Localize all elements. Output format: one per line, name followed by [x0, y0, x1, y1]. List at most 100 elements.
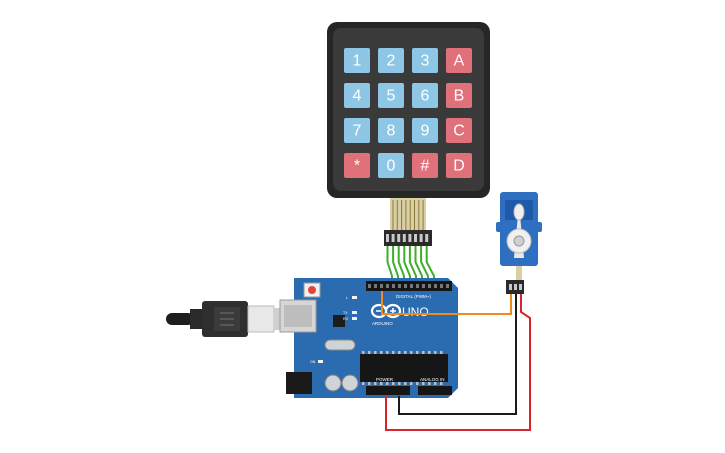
keypad-key-label: 1	[353, 53, 362, 70]
digital-pin	[368, 284, 371, 288]
keypad-key-label: #	[421, 158, 430, 175]
header-pin	[408, 234, 412, 242]
header-pin	[386, 234, 389, 242]
digital-pin	[410, 284, 413, 288]
keypad-key-label: 5	[387, 88, 396, 105]
keypad-key-face	[378, 118, 404, 143]
digital-pin	[434, 284, 437, 288]
chip-pin	[434, 351, 437, 354]
chip-pin	[386, 382, 389, 385]
power-jack	[286, 372, 312, 394]
keypad-key-face	[446, 83, 472, 108]
keypad-key-face	[344, 83, 370, 108]
keypad-key-label: A	[454, 53, 465, 70]
rx-led-label: RX	[343, 317, 349, 321]
chip-pin	[374, 351, 377, 354]
chip-pin	[410, 382, 413, 385]
keypad-key[interactable]: B	[446, 83, 472, 108]
keypad-key[interactable]: 5	[378, 83, 404, 108]
keypad-key[interactable]: 8	[378, 118, 404, 143]
usb-cable-icon[interactable]	[166, 301, 284, 337]
chip-pin	[422, 382, 425, 385]
keypad-key[interactable]: 2	[378, 48, 404, 73]
keypad-key[interactable]: 3	[412, 48, 438, 73]
analog-label: ANALOG IN	[420, 377, 445, 382]
chip-pin	[416, 351, 419, 354]
power-header	[366, 386, 410, 395]
keypad-key-face	[344, 48, 370, 73]
digital-pin	[440, 284, 443, 288]
digital-pin	[446, 284, 449, 288]
keypad-key-label: 8	[387, 123, 396, 140]
keypad-key-label: *	[354, 158, 360, 175]
digital-pin	[422, 284, 425, 288]
chip-pin	[428, 351, 431, 354]
keypad-key-face	[446, 48, 472, 73]
keypad-key[interactable]: 4	[344, 83, 370, 108]
keypad-key-face	[446, 118, 472, 143]
keypad-key[interactable]: 6	[412, 83, 438, 108]
servo-motor-icon[interactable]	[496, 192, 542, 294]
keypad-key[interactable]: *	[344, 153, 370, 178]
chip-pin	[392, 351, 395, 354]
keypad-key-face	[344, 153, 370, 178]
digital-header	[366, 281, 452, 291]
keypad-key[interactable]: 9	[412, 118, 438, 143]
keypad-key[interactable]: A	[446, 48, 472, 73]
digital-pin	[392, 284, 395, 288]
board-brand-label: ARDUINO	[372, 321, 393, 326]
chip-pin	[368, 351, 371, 354]
keypad-key-label: D	[453, 158, 465, 175]
keypad-key-face	[378, 48, 404, 73]
digital-pin	[374, 284, 377, 288]
keypad-key-label: 7	[353, 123, 362, 140]
digital-label: DIGITAL (PWM~)	[396, 294, 431, 299]
header-pin	[402, 234, 406, 242]
keypad-key-label: C	[453, 123, 465, 140]
chip-pin	[422, 351, 425, 354]
chip-pin	[440, 382, 443, 385]
keypad-key-face	[412, 153, 438, 178]
power-label: POWER	[376, 377, 394, 382]
chip-pin	[410, 351, 413, 354]
chip-pin	[440, 351, 443, 354]
digital-pin	[398, 284, 401, 288]
chip-pin	[380, 351, 383, 354]
chip-pin	[434, 382, 437, 385]
arduino-uno-board[interactable]: UNO ARDUINO DIGITAL (PWM~) POWER ANALOG …	[279, 278, 458, 398]
keypad-key[interactable]: 7	[344, 118, 370, 143]
chip-pin	[374, 382, 377, 385]
keypad-key-face	[412, 118, 438, 143]
chip-pin	[398, 351, 401, 354]
keypad-key-label: 4	[353, 88, 362, 105]
chip-pin	[392, 382, 395, 385]
chip-pin	[404, 351, 407, 354]
chip-pin	[362, 382, 365, 385]
chip-pin	[362, 351, 365, 354]
keypad-ribbon	[384, 198, 432, 246]
keypad-key-face	[446, 153, 472, 178]
chip-pin	[398, 382, 401, 385]
board-model-label: UNO	[402, 305, 429, 319]
keypad-key[interactable]: 1	[344, 48, 370, 73]
chip-pin	[380, 382, 383, 385]
keypad-key-label: 2	[387, 53, 396, 70]
keypad-key-label: 9	[421, 123, 430, 140]
header-pin	[425, 234, 429, 242]
keypad-key-face	[344, 118, 370, 143]
keypad-key[interactable]: #	[412, 153, 438, 178]
chip-pin	[368, 382, 371, 385]
orange-wire	[381, 291, 512, 315]
keypad-key[interactable]: 0	[378, 153, 404, 178]
chip-pin	[428, 382, 431, 385]
servo-wires[interactable]	[381, 291, 531, 431]
keypad-key[interactable]: C	[446, 118, 472, 143]
header-pin	[414, 234, 417, 242]
keypad-key-face	[412, 83, 438, 108]
keypad-key-label: 3	[421, 53, 430, 70]
keypad-key[interactable]: D	[446, 153, 472, 178]
digital-pin	[380, 284, 383, 288]
